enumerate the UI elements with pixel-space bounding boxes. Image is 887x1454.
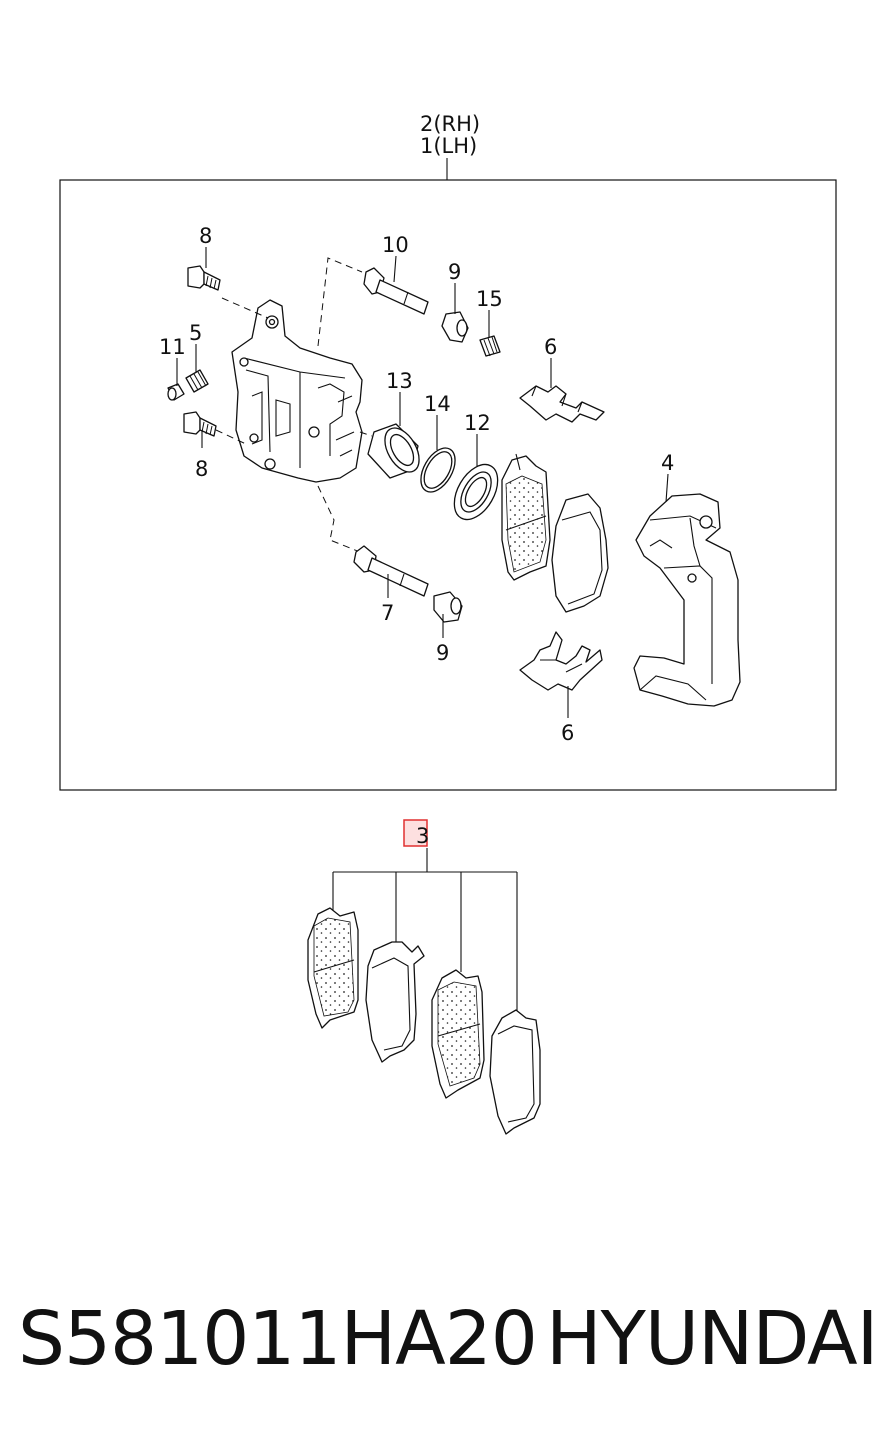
callout-4: 4 <box>661 451 674 475</box>
assembly-label-lh: 1(LH) <box>420 134 477 158</box>
callout-7: 7 <box>381 601 394 625</box>
pad-kit-pad-4 <box>489 1009 541 1135</box>
brand-name: HYUNDAI <box>546 1296 878 1382</box>
callout-11: 11 <box>159 335 186 359</box>
piston-seal-14 <box>420 447 456 493</box>
brake-caliper-exploded-diagram: 2(RH) 1(LH) <box>59 112 837 1135</box>
boot-9-bottom <box>433 591 463 623</box>
callout-9-top: 9 <box>448 260 461 284</box>
callout-8-bottom: 8 <box>195 457 208 481</box>
callout-10: 10 <box>382 233 409 257</box>
highlight-box[interactable] <box>403 819 428 847</box>
bleeder-screw-5 <box>185 369 209 393</box>
caliper-housing <box>231 299 363 483</box>
pad-kit-callout: 3 <box>332 819 518 1014</box>
callout-13: 13 <box>386 369 413 393</box>
pad-kit-pad-2 <box>365 941 425 1063</box>
assembly-frame <box>59 179 837 791</box>
bolt-8-bottom <box>183 411 217 437</box>
brake-pad-outer <box>551 493 609 613</box>
bolt-8-top <box>187 265 221 291</box>
piston-13 <box>367 423 420 479</box>
brake-pad-inner <box>501 455 551 581</box>
callout-6-bottom: 6 <box>561 721 574 745</box>
guide-lines <box>215 257 373 553</box>
pad-kit-pad-1 <box>307 907 359 1029</box>
callout-numbers: 8 10 9 15 11 5 6 13 14 12 4 8 7 9 6 <box>159 224 674 745</box>
callout-9-bottom: 9 <box>436 641 449 665</box>
callout-5: 5 <box>189 321 202 345</box>
callout-15: 15 <box>476 287 503 311</box>
bleed-cap-11 <box>167 383 185 401</box>
caliper-carrier-4 <box>633 493 741 707</box>
pad-clip-6-bottom <box>519 631 603 691</box>
pad-clip-6-top <box>519 385 605 423</box>
assembly-callout: 2(RH) 1(LH) <box>420 112 480 180</box>
callout-14: 14 <box>424 392 451 416</box>
callout-6-top: 6 <box>544 335 557 359</box>
callout-8-top: 8 <box>199 224 212 248</box>
part-number: S581011HA20 <box>18 1296 538 1382</box>
pad-kit-pad-3 <box>431 969 485 1099</box>
guide-pin-7 <box>353 545 429 597</box>
callout-3: 3 <box>416 824 429 848</box>
dust-cap-15 <box>479 335 501 357</box>
guide-pin-10 <box>363 267 429 315</box>
callout-leaders <box>176 247 669 718</box>
callout-12: 12 <box>464 411 491 435</box>
piston-boot-12 <box>453 463 499 521</box>
assembly-label-rh: 2(RH) <box>420 112 480 136</box>
boot-9-top <box>441 311 469 343</box>
